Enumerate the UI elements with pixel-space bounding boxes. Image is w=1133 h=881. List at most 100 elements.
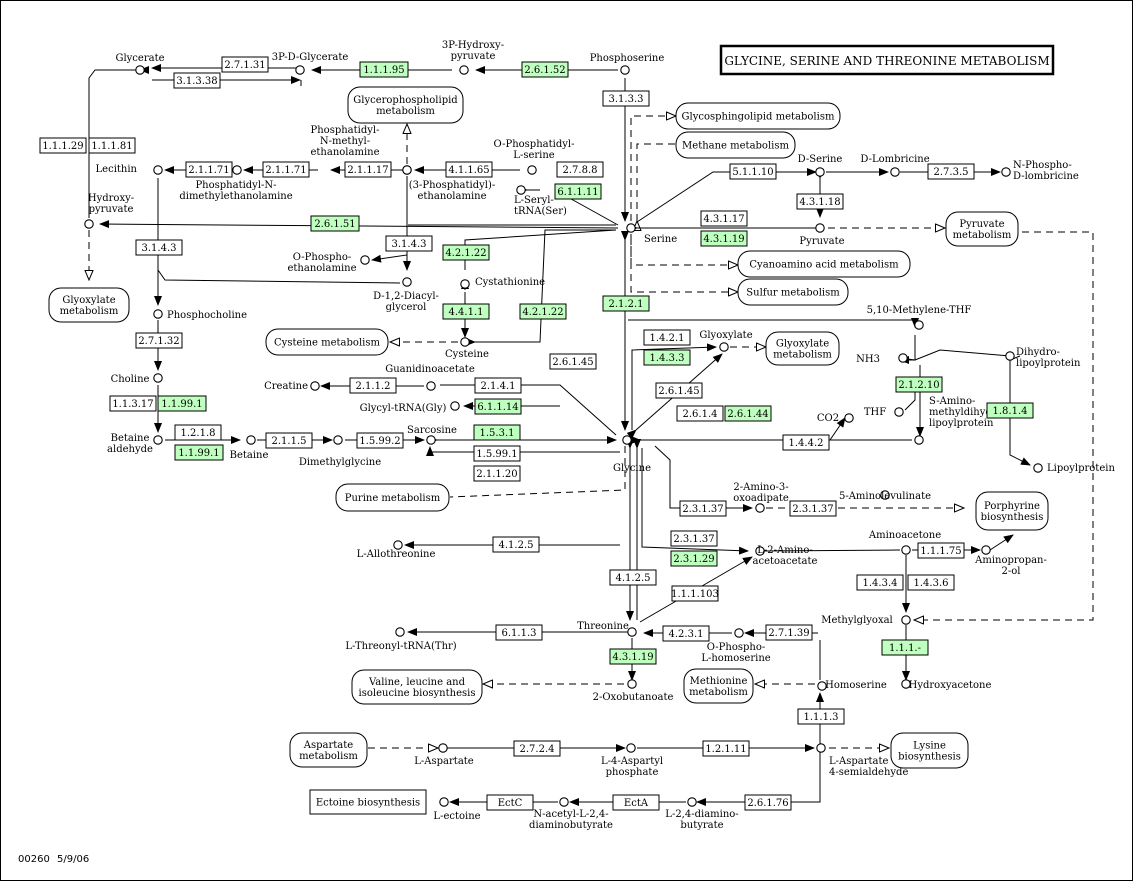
enzyme-box[interactable] bbox=[602, 295, 650, 312]
enzyme-box[interactable] bbox=[445, 161, 493, 178]
compound-sarcosine[interactable]: Sarcosine bbox=[407, 425, 457, 445]
pathway-box[interactable] bbox=[675, 131, 796, 159]
enzyme-box[interactable] bbox=[39, 137, 87, 154]
compound-lecithin[interactable]: Lecithin bbox=[96, 164, 163, 175]
compound-node[interactable] bbox=[627, 679, 637, 689]
compound-aminoacetone[interactable]: Aminoacetone bbox=[868, 530, 941, 555]
enzyme-box[interactable] bbox=[856, 574, 904, 591]
enzyme-e-27131[interactable]: 2.7.1.31 bbox=[221, 56, 269, 73]
compound-node[interactable] bbox=[402, 277, 412, 287]
pathway-glycosphingolipid[interactable]: Glycosphingolipid metabolism bbox=[675, 102, 841, 130]
compound-node[interactable] bbox=[460, 337, 470, 347]
compound-dihydrolipoylprotein[interactable]: Dihydro-lipoylprotein bbox=[1005, 347, 1081, 369]
enzyme-box[interactable] bbox=[797, 708, 845, 725]
compound-node[interactable] bbox=[459, 65, 469, 75]
enzyme-e-41165[interactable]: 4.1.1.65 bbox=[445, 161, 493, 178]
compound-serine[interactable]: Serine bbox=[626, 223, 677, 245]
compound-glycyl-trna[interactable]: Glycyl-tRNA(Gly) bbox=[360, 401, 460, 414]
enzyme-e-11181[interactable]: 1.1.1.81 bbox=[88, 137, 136, 154]
enzyme-e-2735[interactable]: 2.7.3.5 bbox=[927, 163, 975, 180]
enzyme-e-21120[interactable]: 2.1.1.20 bbox=[473, 465, 521, 482]
enzyme-box[interactable] bbox=[676, 405, 724, 422]
enzyme-e-2141[interactable]: 2.1.4.1 bbox=[474, 377, 522, 394]
compound-hydroxypyruvate[interactable]: Hydroxy-pyruvate bbox=[84, 193, 134, 229]
pathway-box[interactable] bbox=[890, 732, 969, 769]
compound-n-acetyl-l-24-diaminobutyrate[interactable]: N-acetyl-L-2,4-diaminobutyrate bbox=[529, 797, 613, 831]
enzyme-e-26144[interactable]: 2.6.1.44 bbox=[724, 405, 772, 422]
compound-o-phosphatidyl-l-serine[interactable]: O-Phosphatidyl-L-serine bbox=[494, 139, 575, 175]
enzyme-e-26176[interactable]: 2.6.1.76 bbox=[744, 794, 792, 811]
pathway-cysteine-met[interactable]: Cysteine metabolism bbox=[265, 328, 389, 356]
enzyme-box[interactable] bbox=[679, 500, 727, 517]
enzyme-box[interactable] bbox=[602, 90, 650, 107]
compound-node[interactable] bbox=[393, 540, 403, 550]
compound-node[interactable] bbox=[84, 219, 94, 229]
enzyme-e-2121[interactable]: 2.1.2.1 bbox=[602, 295, 650, 312]
enzyme-e-3133[interactable]: 3.1.3.3 bbox=[602, 90, 650, 107]
enzyme-box[interactable] bbox=[473, 445, 521, 462]
enzyme-box[interactable] bbox=[344, 161, 392, 178]
compound-cystathionine[interactable]: Cystathionine bbox=[460, 277, 545, 289]
enzyme-box[interactable] bbox=[643, 329, 691, 346]
compound-node[interactable] bbox=[901, 679, 911, 689]
enzyme-e-4231[interactable]: 4.2.3.1 bbox=[662, 625, 710, 642]
enzyme-e-26152[interactable]: 2.6.1.52 bbox=[521, 61, 569, 78]
enzyme-e-2724[interactable]: 2.7.2.4 bbox=[513, 740, 561, 757]
enzyme-box[interactable] bbox=[109, 395, 157, 412]
enzyme-e-21171a[interactable]: 2.1.1.71 bbox=[185, 161, 233, 178]
pathway-box[interactable] bbox=[347, 86, 464, 124]
enzyme-box[interactable] bbox=[702, 740, 750, 757]
compound-node[interactable] bbox=[153, 309, 163, 319]
pathway-box[interactable] bbox=[48, 287, 130, 323]
pathway-box[interactable] bbox=[975, 491, 1049, 531]
enzyme-box[interactable] bbox=[609, 569, 657, 586]
compound-lipoylprotein[interactable]: Lipoylprotein bbox=[1033, 463, 1116, 474]
enzyme-e-23137a[interactable]: 2.3.1.37 bbox=[679, 500, 727, 517]
enzyme-box[interactable] bbox=[670, 530, 718, 547]
compound-node[interactable] bbox=[901, 615, 911, 625]
enzyme-e-21117[interactable]: 2.1.1.17 bbox=[344, 161, 392, 178]
enzyme-box[interactable] bbox=[486, 794, 534, 811]
compound-phosphoserine[interactable]: Phosphoserine bbox=[590, 53, 665, 75]
enzyme-box[interactable] bbox=[519, 303, 567, 320]
enzyme-box[interactable] bbox=[473, 424, 521, 441]
pathway-cyanoamino[interactable]: Cyanoamino acid metabolism bbox=[737, 250, 911, 278]
enzyme-box[interactable] bbox=[185, 161, 233, 178]
enzyme-box[interactable] bbox=[310, 215, 360, 232]
enzyme-box[interactable] bbox=[556, 161, 604, 178]
compound-node[interactable] bbox=[1005, 351, 1015, 361]
enzyme-box[interactable] bbox=[442, 303, 490, 320]
compound-node[interactable] bbox=[360, 255, 370, 265]
enzyme-e-23129[interactable]: 2.3.1.29 bbox=[670, 550, 718, 567]
compound-dimethylglycine[interactable]: Dimethylglycine bbox=[299, 435, 381, 468]
pathway-box[interactable] bbox=[675, 102, 841, 130]
compound-l-allothreonine[interactable]: L-Allothreonine bbox=[357, 540, 436, 560]
enzyme-e-2614[interactable]: 2.6.1.4 bbox=[676, 405, 724, 422]
compound-node[interactable] bbox=[439, 797, 449, 807]
compound-3p-d-glycerate[interactable]: 3P-D-Glycerate bbox=[272, 52, 349, 75]
pathway-sulfur[interactable]: Sulfur metabolism bbox=[737, 278, 849, 306]
compound-node[interactable] bbox=[627, 627, 637, 637]
compound-methylglyoxal[interactable]: Methylglyoxal bbox=[821, 615, 911, 626]
compound-cysteine[interactable]: Cysteine bbox=[445, 337, 489, 360]
enzyme-e-43117[interactable]: 4.3.1.17 bbox=[700, 210, 748, 227]
enzyme-e-111103[interactable]: 1.1.1.103 bbox=[671, 585, 719, 602]
enzyme-e-1218[interactable]: 1.2.1.8 bbox=[174, 424, 222, 441]
enzyme-box[interactable] bbox=[765, 624, 813, 641]
enzyme-e-2115[interactable]: 2.1.1.5 bbox=[265, 432, 313, 449]
compound-s-aminomethyldihydrolipoylprotein[interactable]: S-Amino-methyldihydro-lipoylprotein bbox=[914, 396, 1006, 445]
compound-phosphocholine[interactable]: Phosphocholine bbox=[153, 309, 247, 321]
enzyme-e-15992[interactable]: 1.5.99.2 bbox=[356, 432, 404, 449]
enzyme-e-15991[interactable]: 1.5.99.1 bbox=[473, 445, 521, 462]
enzyme-box[interactable] bbox=[789, 500, 837, 517]
enzyme-box[interactable] bbox=[927, 163, 975, 180]
enzyme-box[interactable] bbox=[612, 794, 660, 811]
enzyme-box[interactable] bbox=[513, 740, 561, 757]
enzyme-box[interactable] bbox=[671, 585, 719, 602]
compound-o-phospho-l-homoserine[interactable]: O-Phospho-L-homoserine bbox=[701, 628, 771, 664]
